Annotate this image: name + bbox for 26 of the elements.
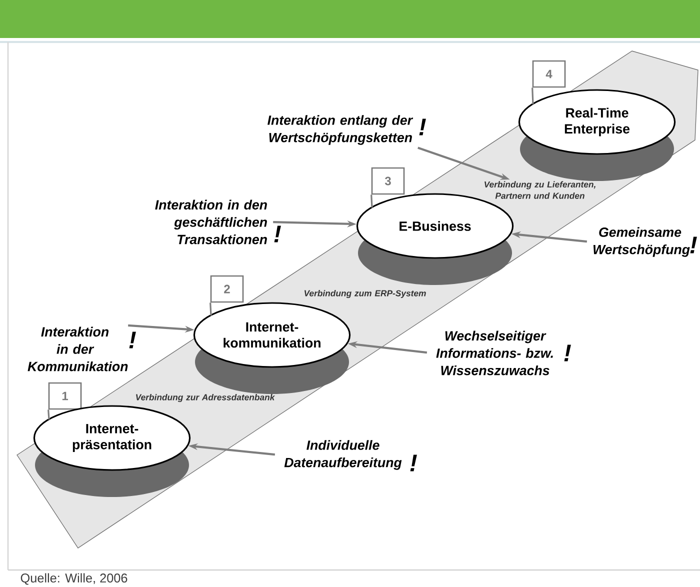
connection-label: Verbindung zur Adressdatenbank [136,394,275,402]
callout-text: Interaktion entlang der Wertschöpfungsketten [268,115,414,145]
disc: Real-Time Enterprise [518,89,676,181]
callout-text: Interaktion in der Kommunikation [28,326,128,372]
callout-text: Gemeinsame Wertschöpfung [594,227,690,257]
flag-pole [532,88,534,104]
exclamation-mark: ! [274,226,281,242]
flag-box: 4 [532,60,566,88]
flag-pole [48,410,50,420]
exclamation-mark: ! [564,344,571,362]
connection-label: Verbindung zum ERP-System [304,290,426,298]
flag-box: 1 [48,382,82,410]
flag-pole [370,194,373,208]
callout-text: Wechselseitiger Informations- bzw. Wissenszuwachs [436,330,553,376]
flag-pole [210,302,212,316]
disc: Internet-kommunikation [193,302,351,394]
disc: Internet-präsentation [33,405,191,497]
source-note: Quelle: Wille, 2006 [20,573,128,585]
exclamation-mark: ! [419,118,426,136]
exclamation-mark: ! [410,454,417,472]
callout-text: Interaktion in den geschäftlichen Transaktionen [155,200,267,244]
callout-text: Individuelle Datenaufbereitung [284,440,402,470]
flag-box: 2 [210,275,244,303]
exclamation-mark: ! [690,236,697,254]
exclamation-mark: ! [129,332,136,348]
flag-box: 3 [371,167,405,195]
